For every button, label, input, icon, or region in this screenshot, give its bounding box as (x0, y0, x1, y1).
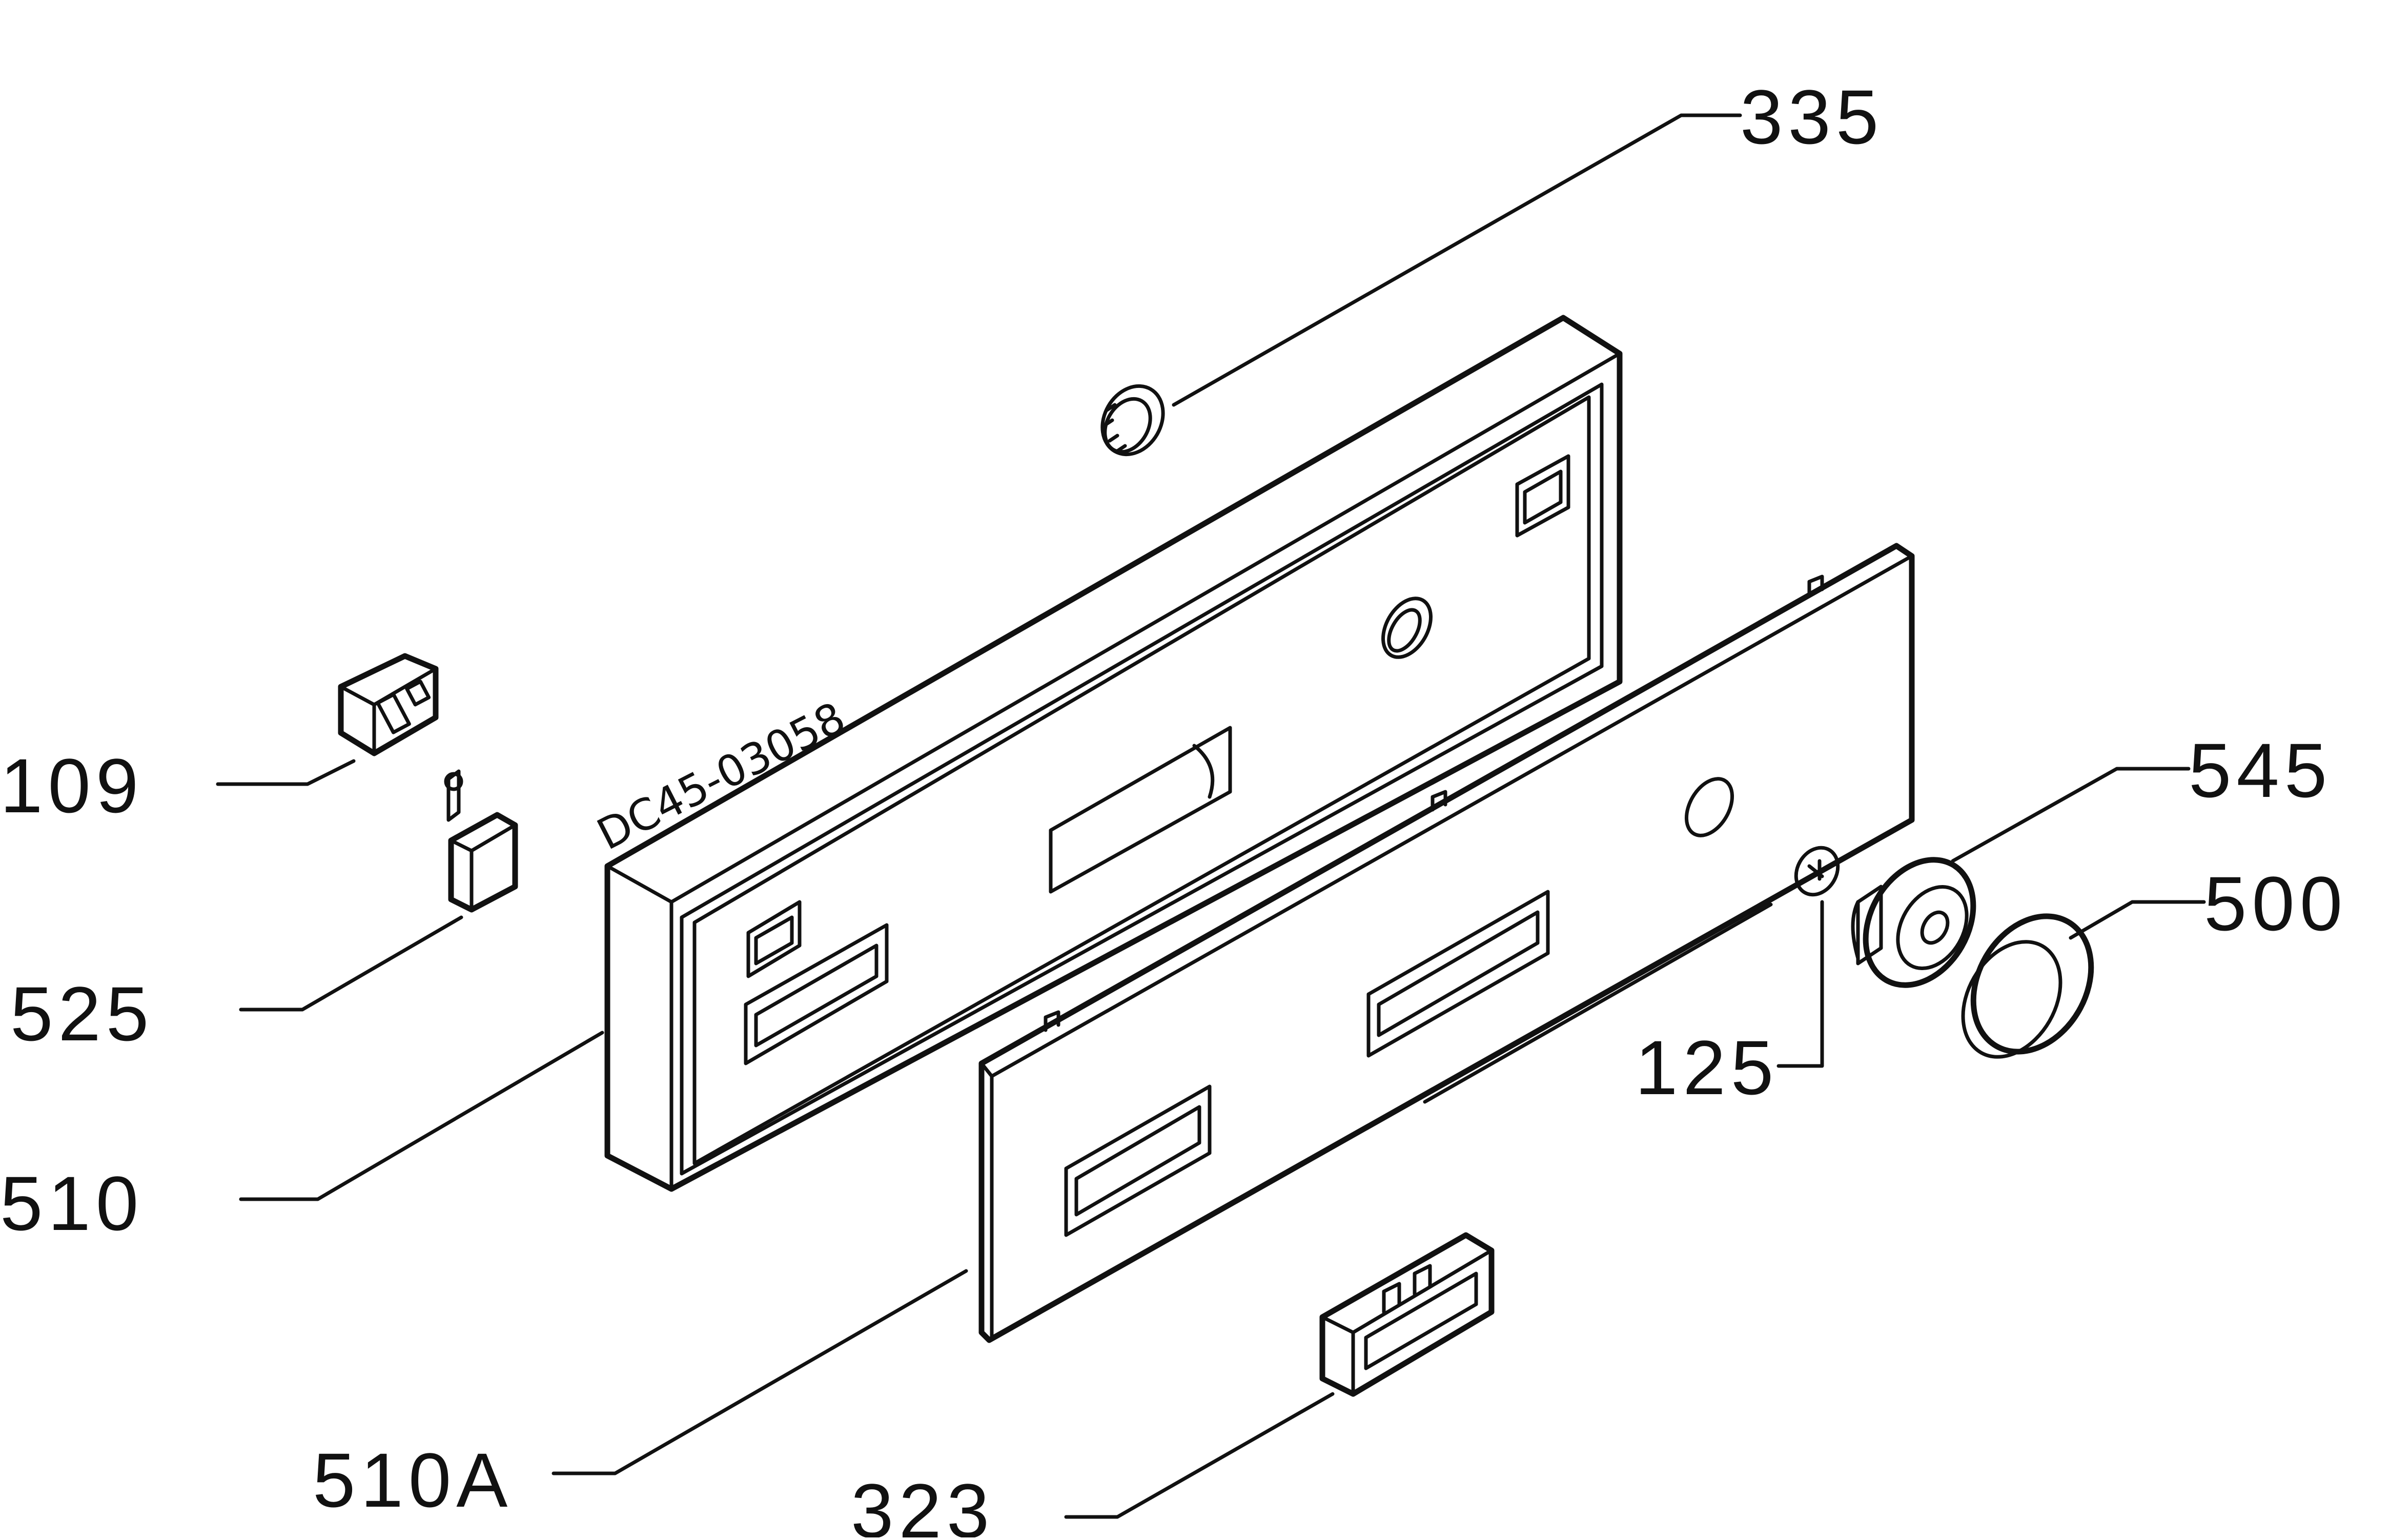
label-510A: 510A (313, 1437, 513, 1523)
label-500: 500 (2204, 860, 2347, 947)
part-109-switch (338, 653, 439, 756)
label-510: 510 (0, 1160, 144, 1246)
label-545: 545 (2189, 727, 2332, 813)
label-323: 323 (851, 1468, 994, 1537)
part-545-knob-base (1851, 857, 1976, 988)
label-525: 525 (10, 971, 154, 1057)
label-125: 125 (1635, 1024, 1779, 1111)
part-323-button-frame (1319, 1232, 1495, 1397)
front-panel-510A (978, 543, 1915, 1343)
leader-lines (216, 113, 2206, 1519)
part-335-gear (1100, 384, 1165, 457)
control-panel-510 (604, 315, 1623, 1192)
part-500-knob-cap (1961, 913, 2094, 1059)
part-125-nut (1794, 846, 1840, 897)
part-525-lamp (444, 769, 518, 913)
label-109: 109 (0, 743, 144, 829)
label-335: 335 (1740, 74, 1884, 160)
